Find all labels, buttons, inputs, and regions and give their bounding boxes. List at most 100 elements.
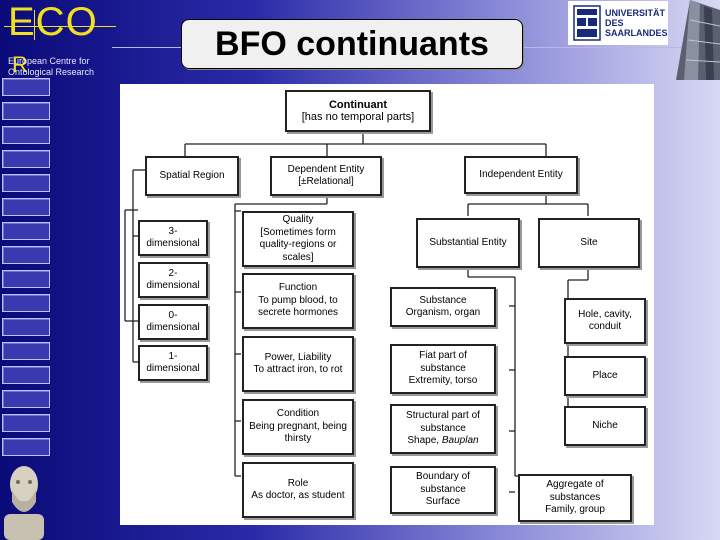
node-niche-title: Niche [592, 419, 618, 431]
nav-button-10[interactable] [2, 294, 50, 312]
node-site-title: Site [580, 236, 598, 248]
node-independent-entity-title: Independent Entity [479, 168, 563, 180]
node-quality-title: Quality [282, 214, 314, 225]
node-2-dimensional: 2-dimensional [138, 262, 208, 298]
node-spatial-region-title: Spatial Region [159, 169, 225, 181]
node-3-dimensional-label: dimensional [146, 238, 200, 249]
ecor-logo: ECO R European Centre for Ontological Re… [4, 0, 116, 77]
node-0-dimensional-label: dimensional [146, 322, 200, 333]
logo-letter-r: R [12, 52, 28, 77]
nav-button-3[interactable] [2, 126, 50, 144]
node-continuant-note: [has no temporal parts] [301, 111, 415, 123]
university-name-line3: SAARLANDES [605, 28, 668, 38]
logo-rule [4, 26, 116, 27]
logo-vertical-rule [34, 10, 35, 40]
node-structural-part-subtitle: substance [420, 422, 466, 434]
node-hole: Hole, cavity,conduit [564, 298, 646, 344]
logo-subtitle-line2: Ontological Research [8, 67, 95, 77]
node-3-dimensional: 3-dimensional [138, 220, 208, 256]
node-quality-note-3: scales] [282, 251, 314, 263]
node-dependent-entity-title: Dependent Entity [287, 163, 365, 175]
aristotle-bust-icon [4, 466, 44, 540]
node-substance-title: Substance [419, 294, 467, 306]
node-structural-part-title: Structural part of [406, 410, 480, 422]
slide-title: BFO continuants [215, 24, 489, 63]
university-name: UNIVERSITÄT DES SAARLANDES [605, 8, 668, 38]
node-site: Site [538, 218, 640, 268]
connector-lines [124, 130, 589, 493]
node-aggregate-title: Aggregate of [546, 479, 604, 491]
node-function-example-1: To pump blood, to [258, 294, 338, 306]
university-logo: UNIVERSITÄT DES SAARLANDES [568, 1, 668, 45]
nav-button-8[interactable] [2, 246, 50, 264]
node-structural-part-example: Shape, Bauplan [406, 435, 480, 448]
node-0-dimensional: 0-dimensional [138, 304, 208, 340]
node-power-example: To attract iron, to rot [253, 364, 343, 375]
nav-button-11[interactable] [2, 318, 50, 336]
university-crest-icon [573, 5, 601, 41]
node-3-dimensional-number: 3- [168, 225, 178, 237]
slide-title-box: BFO continuants [181, 19, 523, 69]
node-fiat-part-example: Extremity, torso [408, 375, 478, 387]
node-role-example: As doctor, as student [251, 490, 345, 501]
node-condition-example-1: Being pregnant, being [249, 420, 347, 432]
node-function-example-2: secrete hormones [257, 307, 339, 319]
node-dependent-entity: Dependent Entity[±Relational] [270, 156, 382, 196]
node-dependent-entity-note: [±Relational] [298, 176, 354, 187]
node-condition-example-2: thirsty [284, 433, 312, 445]
university-name-line1: UNIVERSITÄT [605, 8, 666, 18]
nav-button-5[interactable] [2, 174, 50, 192]
node-fiat-part-subtitle: substance [420, 362, 466, 374]
node-place: Place [564, 356, 646, 396]
node-continuant: Continuant[has no temporal parts] [285, 90, 431, 132]
node-power-title: Power, Liability [264, 351, 332, 363]
nav-button-2[interactable] [2, 102, 50, 120]
node-fiat-part-title: Fiat part of [419, 350, 467, 362]
node-niche: Niche [564, 406, 646, 446]
node-substantial-entity-title: Substantial Entity [429, 236, 507, 248]
node-substance-example: Organism, organ [405, 307, 481, 318]
nav-button-14[interactable] [2, 390, 50, 408]
node-2-dimensional-number: 2- [168, 267, 178, 279]
node-1-dimensional-label: dimensional [146, 363, 200, 374]
node-boundary-subtitle: substance [420, 483, 466, 495]
node-spatial-region: Spatial Region [145, 156, 239, 196]
nav-button-15[interactable] [2, 414, 50, 432]
logo-letters: ECO [8, 0, 98, 44]
nav-button-6[interactable] [2, 198, 50, 216]
logo-subtitle-line1: European Centre for [8, 56, 90, 66]
node-1-dimensional: 1-dimensional [138, 345, 208, 381]
nav-button-9[interactable] [2, 270, 50, 288]
nav-button-13[interactable] [2, 366, 50, 384]
nav-button-1[interactable] [2, 78, 50, 96]
nav-button-12[interactable] [2, 342, 50, 360]
university-name-line2: DES [605, 18, 624, 28]
nav-button-4[interactable] [2, 150, 50, 168]
node-hole-title: Hole, cavity, [578, 308, 632, 320]
node-independent-entity: Independent Entity [464, 156, 578, 194]
node-quality-note-1: [Sometimes form [260, 226, 336, 238]
node-condition-title: Condition [276, 408, 320, 420]
nav-button-7[interactable] [2, 222, 50, 240]
node-boundary-title: Boundary of [416, 471, 470, 483]
node-structural-part-example-b: Bauplan [441, 435, 479, 447]
node-hole-subtitle: conduit [588, 321, 622, 332]
node-place-title: Place [592, 369, 618, 381]
node-aggregate-example: Family, group [545, 504, 605, 516]
node-boundary-example: Surface [425, 496, 461, 508]
node-function-title: Function [278, 282, 318, 294]
node-2-dimensional-label: dimensional [146, 280, 200, 291]
node-quality-note-2: quality-regions or [259, 239, 337, 250]
nav-button-16[interactable] [2, 438, 50, 456]
node-aggregate-subtitle: substances [549, 491, 601, 503]
node-role-title: Role [287, 477, 309, 489]
